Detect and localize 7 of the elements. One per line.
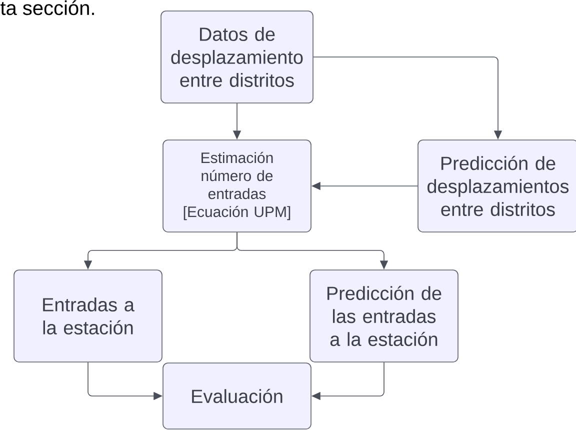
process-box: Evaluación xyxy=(162,362,312,430)
process-box: Estimación número de entradas [Ecuación UPM] xyxy=(162,140,312,232)
process-box: Predicción de las entradas a la estación xyxy=(310,270,458,362)
process-box: Entradas a la estación xyxy=(14,270,162,362)
process-box: Predicción de desplazamientos entre distritos xyxy=(418,140,576,232)
text-fragment: ta sección. xyxy=(0,0,94,16)
process-box: Datos de desplazamiento entre distritos xyxy=(160,10,314,104)
